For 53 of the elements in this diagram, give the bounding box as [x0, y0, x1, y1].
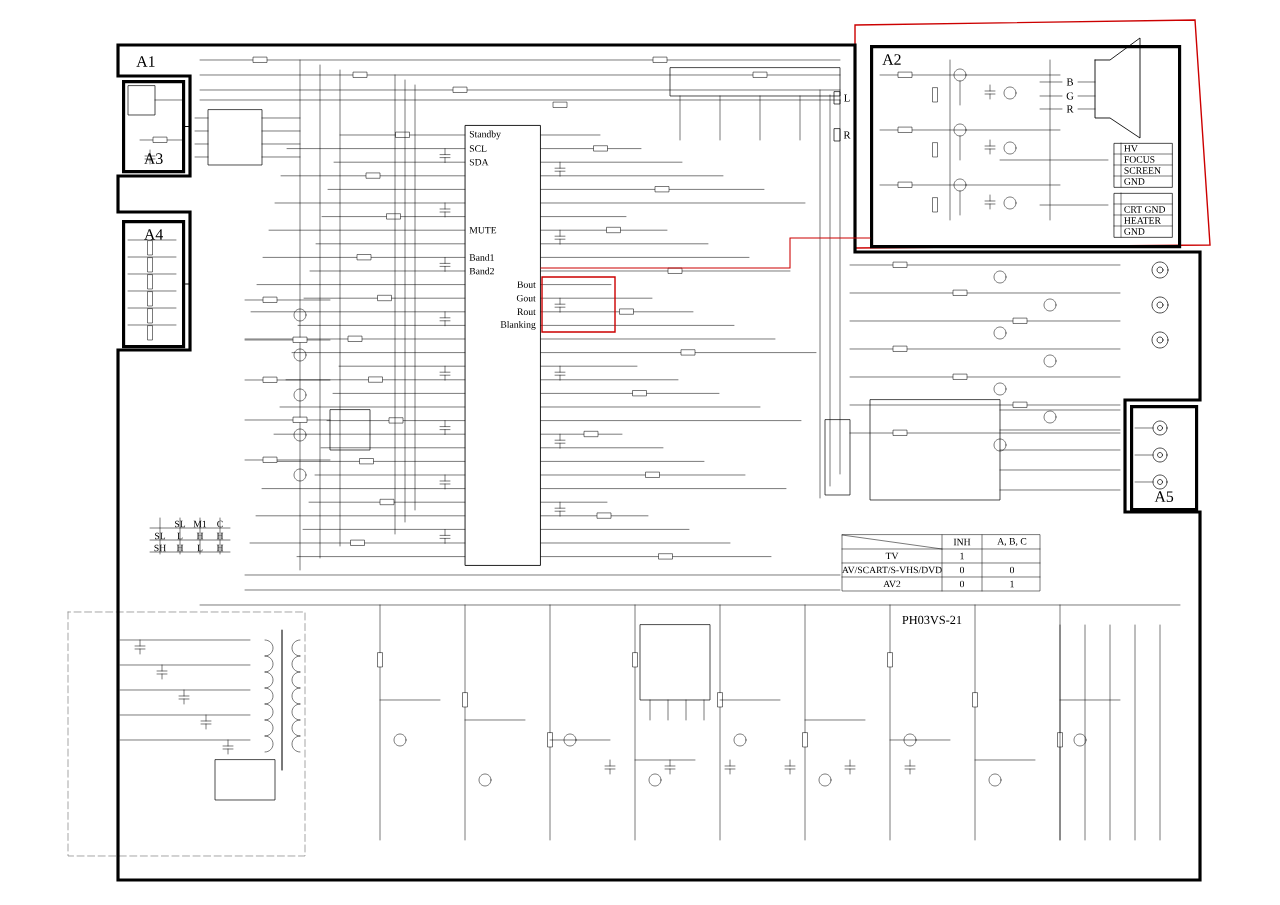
connector-pin-label: GND: [1124, 228, 1145, 235]
table-cell: M1: [193, 520, 207, 528]
table-cell: SL: [175, 520, 186, 528]
pin-label: Bout: [517, 281, 536, 288]
pin-label: Blanking: [500, 321, 536, 330]
wire-bundle: [184, 283, 191, 285]
connector-block: [1113, 192, 1173, 238]
pin-label: MUTE: [469, 227, 497, 234]
table-cell: 0: [959, 580, 965, 588]
table-cell: SH: [154, 544, 166, 552]
gun-label: R: [1066, 105, 1074, 113]
circuit-board: A5: [1130, 405, 1199, 512]
connector-block: [1113, 142, 1173, 188]
pin-label: SCL: [469, 145, 487, 152]
table-cell: INH: [953, 538, 971, 546]
table-cell: AV2: [883, 580, 901, 588]
circuit-board: A3: [122, 80, 186, 174]
connector-pin-label: GND: [1124, 178, 1145, 185]
table-cell: TV: [885, 552, 899, 560]
pin-label: Band1: [469, 254, 494, 261]
gun-label: B: [1066, 78, 1073, 86]
table-cell: L: [177, 532, 183, 540]
table-cell: H: [176, 544, 184, 552]
table-cell: 0: [959, 566, 965, 574]
table-cell: A, B, C: [997, 538, 1027, 546]
connector-pin-label: HEATER: [1124, 217, 1161, 224]
table-cell: H: [216, 532, 224, 540]
pin-label: Standby: [469, 130, 501, 140]
connector-pin-label: CRT GND: [1124, 206, 1166, 213]
table-cell: H: [216, 544, 224, 552]
table-cell: 1: [960, 552, 964, 560]
speaker-label: R: [843, 131, 851, 139]
table-cell: C: [217, 520, 223, 528]
circuit-board: A4: [122, 220, 186, 349]
table-cell: AV/SCART/S-VHS/DVD: [842, 566, 942, 574]
model-label: PH03VS-21: [902, 615, 962, 625]
table-cell: 0: [1009, 566, 1015, 574]
connector-pin-label: SCREEN: [1124, 167, 1161, 174]
gun-label: G: [1066, 92, 1074, 100]
table-cell: L: [197, 544, 203, 552]
ic-chip: [465, 125, 541, 566]
connector-pin-label: FOCUS: [1124, 156, 1155, 163]
table-cell: SL: [155, 532, 166, 540]
wire-bundle: [540, 237, 871, 269]
table-cell: H: [196, 532, 204, 540]
pin-label: Band2: [469, 267, 494, 275]
pin-label: Gout: [516, 294, 536, 302]
speaker-label: L: [844, 94, 850, 102]
table-cell: 1: [1010, 580, 1014, 588]
pin-label: SDA: [469, 158, 489, 166]
wire-bundle: [184, 126, 191, 128]
connector-pin-label: HV: [1124, 145, 1138, 152]
pin-label: Rout: [517, 308, 536, 315]
